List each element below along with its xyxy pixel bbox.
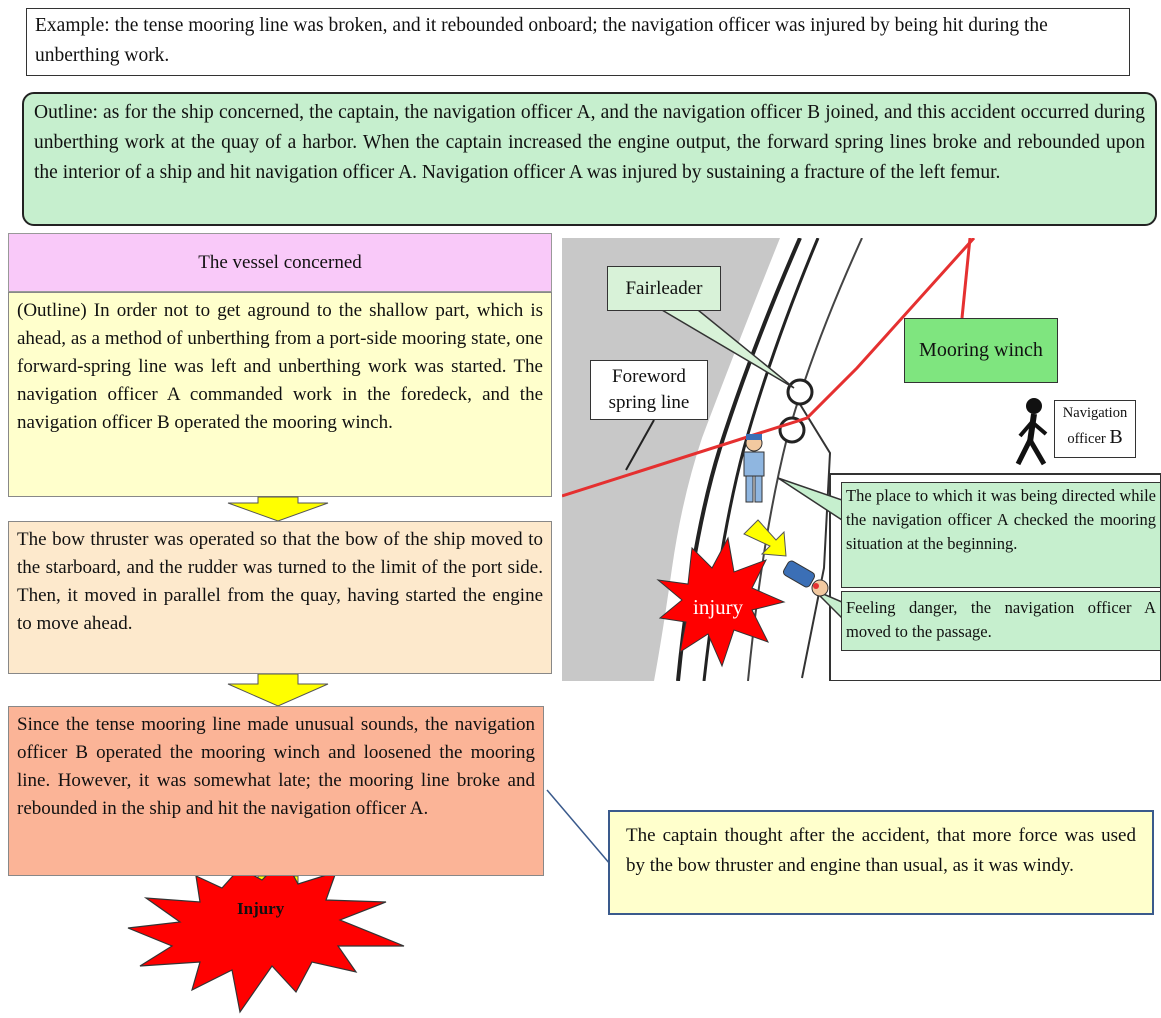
- winch-lead-line: [960, 238, 972, 319]
- outline-box: Outline: as for the ship concerned, the …: [22, 92, 1157, 226]
- injury-burst-small: [656, 536, 786, 668]
- down-arrow-1: [227, 496, 329, 522]
- example-box: Example: the tense mooring line was brok…: [26, 8, 1130, 76]
- officer-a-standing: [743, 434, 765, 503]
- movement-arrow: [743, 519, 787, 557]
- spring-line-label-2: spring line: [608, 392, 690, 413]
- spring-line-label: Foreword spring line: [590, 360, 708, 420]
- step-linebreak-box: Since the tense mooring line made unusua…: [8, 706, 544, 876]
- danger-note: Feeling danger, the navigation officer A…: [841, 591, 1161, 651]
- spring-line-pointer: [625, 419, 655, 471]
- officer-b-figure: [1015, 398, 1048, 466]
- injury-small-label: injury: [693, 595, 744, 619]
- down-arrow-2: [227, 673, 329, 707]
- mooring-scene: Fairleader Foreword spring line Mooring …: [562, 238, 1161, 681]
- officer-b-label: Navigation officer B: [1054, 400, 1136, 458]
- down-arrow-3: [237, 875, 319, 901]
- officer-b-label-2: officer B: [1055, 425, 1135, 451]
- spring-line-label-1: Foreword: [612, 366, 686, 387]
- connector-line: [546, 789, 611, 865]
- vessel-header: The vessel concerned: [8, 233, 552, 292]
- injury-label: Injury: [237, 899, 285, 918]
- officer-b-label-2a: officer: [1067, 431, 1110, 447]
- step-thruster-box: The bow thruster was operated so that th…: [8, 521, 552, 674]
- deckhouse: [829, 473, 1161, 681]
- captain-note: The captain thought after the accident, …: [608, 810, 1154, 915]
- injury-burst: [127, 857, 405, 1014]
- mooring-winch-box: Mooring winch: [904, 318, 1058, 383]
- fairleader-roller-1: [786, 378, 814, 406]
- step-outline-box: (Outline) In order not to get aground to…: [8, 292, 552, 497]
- place-note: The place to which it was being directed…: [841, 482, 1161, 588]
- officer-b-label-1: Navigation: [1062, 405, 1128, 421]
- quay-area: [562, 238, 780, 681]
- officer-a-fallen: [782, 560, 829, 597]
- fairleader-label: Fairleader: [607, 266, 721, 311]
- officer-b-letter: B: [1109, 426, 1123, 448]
- spring-line: [562, 238, 976, 498]
